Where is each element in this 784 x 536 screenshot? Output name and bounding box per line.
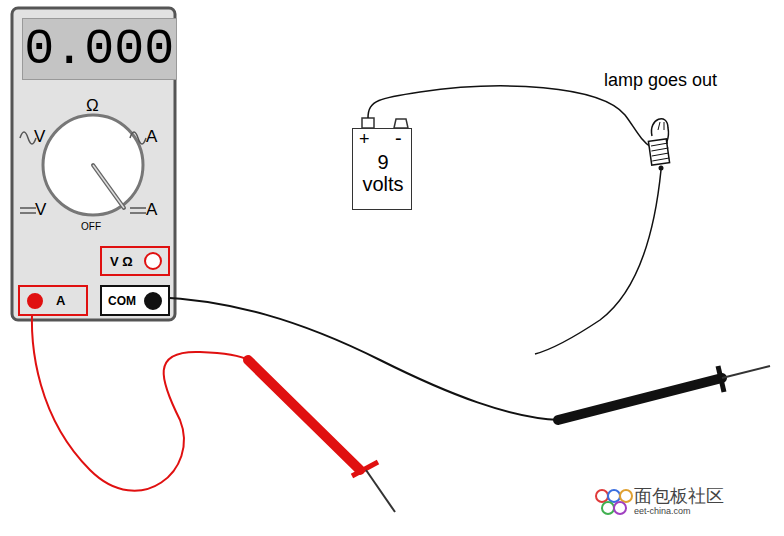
dc-symbol bbox=[20, 207, 36, 209]
lamp-thread bbox=[651, 143, 668, 146]
dial-pointer-highlight bbox=[93, 165, 124, 208]
dial-label: Ω bbox=[86, 96, 99, 116]
red-test-lead bbox=[32, 298, 248, 491]
battery-voltage: 9 volts bbox=[353, 151, 413, 195]
polarity-minus: - bbox=[395, 127, 402, 150]
black-probe-tip bbox=[722, 366, 770, 378]
dial-label: V bbox=[35, 200, 46, 220]
watermark-logo bbox=[596, 490, 632, 514]
amp-jack: A bbox=[18, 285, 88, 316]
black-probe bbox=[558, 378, 722, 420]
positive-terminal bbox=[362, 118, 374, 128]
lamp-base bbox=[648, 139, 669, 165]
dial-label: OFF bbox=[81, 221, 101, 232]
watermark: 面包板社区 bbox=[634, 484, 724, 508]
dial-label: A bbox=[146, 127, 157, 147]
dial-label: A bbox=[146, 200, 157, 220]
jack-socket bbox=[142, 250, 164, 272]
jack-label: A bbox=[56, 293, 65, 308]
lamp-threads bbox=[651, 143, 669, 161]
selector-dial bbox=[43, 115, 143, 215]
dial-label: V bbox=[34, 127, 45, 147]
battery: + -9 volts bbox=[352, 128, 412, 210]
dc-symbol bbox=[130, 207, 146, 209]
red-probe-guard bbox=[352, 462, 378, 476]
red-probe-tip bbox=[366, 470, 395, 512]
ac-symbol bbox=[130, 132, 146, 144]
dc-symbol bbox=[20, 212, 36, 214]
lamp-contact bbox=[659, 166, 664, 171]
black-probe-guard bbox=[718, 366, 724, 392]
annotation: lamp goes out bbox=[604, 70, 717, 91]
ac-symbol bbox=[20, 132, 36, 144]
lamp-thread bbox=[652, 158, 669, 161]
meter-body bbox=[12, 8, 175, 320]
jack-label: V Ω bbox=[110, 254, 133, 269]
wire bbox=[535, 170, 661, 354]
display-reading: 0.000 bbox=[24, 21, 174, 78]
jack-socket bbox=[24, 290, 46, 312]
dc-symbol bbox=[130, 212, 146, 214]
lcd-display: 0.000 bbox=[22, 18, 177, 80]
polarity-plus: + bbox=[359, 129, 370, 150]
com-jack: COM bbox=[100, 285, 170, 316]
jack-socket bbox=[142, 290, 164, 312]
lamp-thread bbox=[651, 148, 668, 151]
lamp-filament bbox=[658, 122, 664, 130]
jack-label: COM bbox=[108, 294, 136, 308]
lamp-thread bbox=[652, 153, 669, 156]
red-probe bbox=[248, 360, 360, 470]
black-test-lead bbox=[155, 297, 560, 420]
dial-pointer bbox=[93, 165, 124, 208]
negative-terminal bbox=[394, 119, 408, 128]
volt-ohm-jack: V Ω bbox=[100, 246, 170, 276]
watermark: eet-china.com bbox=[634, 506, 691, 516]
